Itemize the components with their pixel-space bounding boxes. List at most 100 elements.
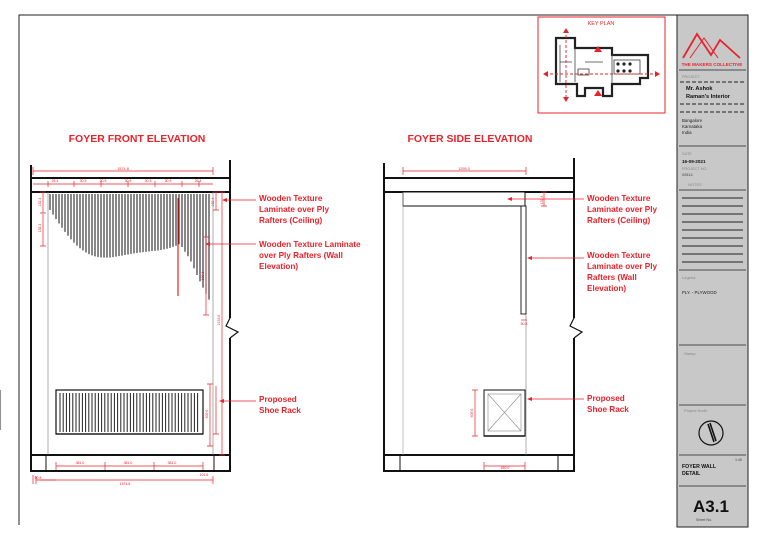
callout-line: Proposed (259, 395, 297, 404)
side-dimension-lines (402, 167, 547, 470)
callout-line: Laminate over Ply (259, 205, 330, 214)
front-elevation-title: FOYER FRONT ELEVATION (69, 133, 206, 145)
dim-bottom-segment: 381.0 (124, 461, 133, 465)
project-no-value: 00814 (682, 173, 693, 177)
key-plan-chair (628, 62, 632, 66)
side-dim-rack-height: 609.6 (470, 409, 474, 418)
project-name-line: Mr. Ashok (686, 86, 713, 92)
callout-line: Wooden Texture (587, 194, 651, 203)
side-ceiling-rafter (402, 191, 526, 207)
callout-line: Elevation) (259, 262, 298, 271)
key-plan-furniture (577, 68, 590, 76)
side-ceiling-slab (383, 177, 575, 193)
dim-rafter-height: 609.6 (201, 272, 205, 281)
project-address: Bangalore Karnataka India (682, 118, 703, 135)
dim-ceiling-height: 152.4 (38, 198, 42, 207)
side-walls (383, 158, 575, 472)
dim-segment: 30.5 (165, 179, 172, 183)
callout-line: Rafters (Wall (587, 273, 637, 282)
dim-rack-height: 609.6 (205, 410, 209, 419)
front-shoe-rack (55, 389, 204, 435)
address-line: Bangalore (682, 118, 703, 123)
key-plan-partitions (559, 45, 613, 84)
side-rack-cross (487, 393, 522, 432)
front-leaders (208, 199, 256, 402)
callout-line: Laminate over Ply (587, 205, 658, 214)
side-leaders (510, 198, 584, 400)
dim-left-rafter: 152.4 (38, 224, 42, 233)
front-segment-dims: 25.4 30.5 30.5 30.5 30.5 30.5 25.4 (52, 179, 202, 183)
project-name-line: Raman's Interior (686, 94, 731, 100)
dim-segment: 30.5 (100, 179, 107, 183)
side-elevation-title: FOYER SIDE ELEVATION (407, 133, 532, 145)
side-callouts: Wooden Texture Laminate over Ply Rafters… (587, 194, 659, 414)
side-wall-rafter (520, 205, 527, 315)
dim-segment: 25.4 (52, 179, 59, 183)
side-dim-rafter-width: 50.8 (521, 322, 528, 326)
dim-overall-top: 1574.8 (117, 167, 129, 171)
side-floor-detail (384, 454, 559, 471)
key-plan-chair (628, 69, 632, 73)
key-plan-chair (616, 62, 620, 66)
key-plan-chair (622, 69, 626, 73)
date-label: DATE (682, 152, 692, 156)
sheet-title-line: FOYER WALL (682, 464, 717, 470)
dim-overall-bottom: 1574.8 (120, 482, 131, 486)
front-callouts: Wooden Texture Laminate over Ply Rafters… (259, 194, 361, 415)
side-callout-shoe-rack: Proposed Shoe Rack (587, 394, 629, 414)
notes-lines (682, 197, 743, 263)
dim-bottom-segment: 381.0 (168, 461, 177, 465)
callout-line: Wooden Texture (259, 194, 323, 203)
north-arrow-needle-icon (707, 422, 717, 443)
address-line: India (682, 130, 692, 135)
dim-segment: 30.5 (80, 179, 87, 183)
callout-line: Wooden Texture (587, 251, 651, 260)
north-label: Project North (684, 408, 707, 413)
dim-segment: 30.5 (125, 179, 132, 183)
callout-line: Wooden Texture Laminate (259, 240, 361, 249)
key-plan-view-markers (594, 46, 602, 96)
callout-line: over Ply Rafters (Wall (259, 251, 343, 260)
project-name: Mr. Ashok Raman's Interior (686, 86, 731, 100)
callout-line: Shoe Rack (587, 405, 629, 414)
callout-line: Shoe Rack (259, 406, 301, 415)
firm-logo-icon (689, 37, 719, 59)
sheet-number: A3.1 (693, 497, 729, 516)
front-callout-ceiling: Wooden Texture Laminate over Ply Rafters… (259, 194, 331, 225)
notes-label: NOTES (688, 182, 702, 187)
front-break-line (225, 317, 240, 339)
front-side-walls (30, 160, 231, 472)
title-dash (680, 103, 745, 113)
key-plan-title: KEY PLAN (588, 21, 615, 27)
dim-right-small: 101.6 (200, 473, 209, 477)
north-arrow-icon (698, 420, 724, 446)
side-break-line (569, 317, 584, 339)
side-elevation: FOYER SIDE ELEVATION 1295.0 152.4 50.8 6… (383, 133, 659, 472)
stamp-label: Stamp (684, 351, 696, 356)
project-label: PROJECT (682, 75, 700, 79)
dim-bottom-segment: 381.0 (76, 461, 85, 465)
front-callout-shoe-rack: Proposed Shoe Rack (259, 395, 301, 415)
key-plan-chair (616, 69, 620, 73)
callout-line: Proposed (587, 394, 625, 403)
callout-line: Laminate over Ply (587, 262, 658, 271)
front-rack-slats (59, 393, 199, 432)
dim-segment: 30.5 (145, 179, 152, 183)
title-block-panel (676, 14, 749, 528)
key-plan-chair (622, 62, 626, 66)
side-dim-overall-top: 1295.0 (458, 167, 470, 171)
callout-line: Rafters (Ceiling) (259, 216, 323, 225)
firm-logo-icon (682, 32, 741, 59)
key-plan: KEY PLAN (537, 16, 666, 114)
date-value: 16-09-2021 (682, 159, 706, 164)
front-dimension-lines (32, 167, 225, 484)
side-shoe-rack (483, 389, 526, 437)
legend-label: Legend (682, 275, 695, 280)
side-callout-ceiling: Wooden Texture Laminate over Ply Rafters… (587, 194, 659, 225)
sheet-title-line: DETAIL (682, 471, 701, 477)
side-callout-wall: Wooden Texture Laminate over Ply Rafters… (587, 251, 659, 293)
address-line: Karnataka (682, 124, 703, 129)
firm-name: THE MAKERS COLLECTIVE (682, 62, 743, 67)
dim-wall-height: 2133.6 (217, 315, 221, 326)
key-plan-frame (537, 16, 666, 114)
